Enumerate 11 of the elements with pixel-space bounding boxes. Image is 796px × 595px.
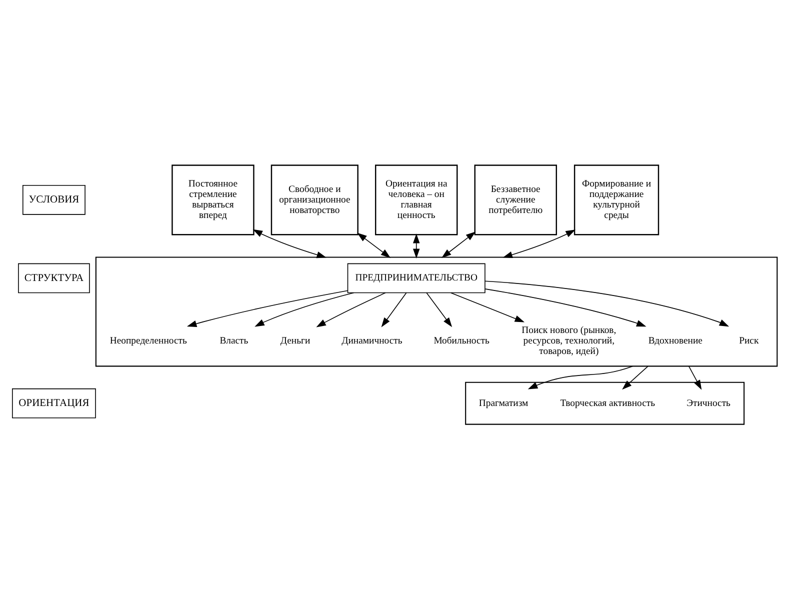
node-text: Творческая активность (560, 397, 656, 408)
node-text: Риск (739, 334, 759, 346)
node-text: Динамичность (342, 334, 402, 346)
node-text: Неопределенность (110, 334, 187, 346)
node-text: Этичность (686, 397, 730, 408)
node-text: Мобильность (434, 334, 490, 346)
node-text: Поиск нового (рынков, ресурсов, технологий, товаров, идей) (522, 324, 616, 356)
node-text: Власть (220, 334, 248, 346)
node-text: Деньги (280, 334, 310, 346)
node-text: Прагматизм (478, 397, 528, 408)
node-text: Вдохновение (648, 334, 702, 346)
